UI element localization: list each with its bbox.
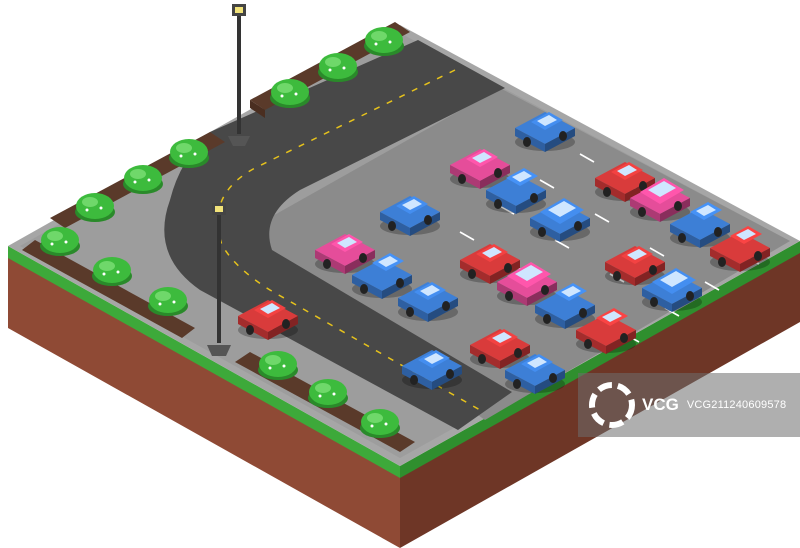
car-sedan — [470, 329, 530, 369]
bush — [360, 409, 400, 438]
car-sedan — [315, 234, 375, 274]
road — [164, 40, 512, 430]
car-sedan — [402, 350, 462, 390]
car-sedan — [515, 112, 575, 152]
soil-left-face — [8, 255, 400, 548]
car-sedan — [238, 300, 298, 340]
bush — [123, 165, 163, 194]
car-truck — [710, 226, 770, 272]
car-truck — [535, 283, 595, 329]
slot-line — [659, 101, 675, 111]
watermark-banner: VCG VCG211240609578 — [578, 373, 800, 437]
slot-line — [674, 161, 690, 171]
car-sedan — [605, 246, 665, 286]
bush — [318, 53, 358, 82]
car-sedan — [505, 354, 565, 394]
lamp-post-top — [228, 4, 250, 146]
car-sedan — [380, 196, 440, 236]
car-truck — [576, 308, 636, 354]
grass-right-rim — [400, 241, 800, 478]
slot-line — [619, 127, 635, 137]
car-sedan — [460, 244, 520, 284]
slot-line — [539, 179, 555, 189]
vcg-logo-icon — [584, 377, 640, 433]
cars-group — [238, 112, 770, 394]
bush — [258, 351, 298, 380]
car-suv — [642, 268, 702, 312]
bush — [364, 27, 404, 56]
slot-line — [714, 135, 730, 145]
car-suv — [530, 198, 590, 242]
slot-line — [784, 229, 800, 239]
bush — [169, 139, 209, 168]
bush — [92, 257, 132, 286]
slot-line — [729, 195, 745, 205]
bush — [308, 379, 348, 408]
slot-line — [459, 231, 475, 241]
bush — [148, 287, 188, 316]
slot-line — [649, 247, 665, 257]
car-truck — [352, 253, 412, 299]
car-sedan — [398, 282, 458, 322]
watermark-code: VCG211240609578 — [686, 399, 787, 411]
bush — [270, 79, 310, 108]
slot-line — [579, 153, 595, 163]
watermark-brand: VCG — [642, 395, 679, 414]
car-truck — [670, 202, 730, 248]
lamp-post-bottom — [207, 203, 231, 356]
bush-group — [40, 27, 404, 438]
slot-line — [769, 169, 785, 179]
slot-line — [594, 213, 610, 223]
slot-line — [704, 281, 720, 291]
grass-left-rim — [8, 246, 400, 478]
car-suv — [630, 178, 690, 222]
slot-line — [499, 205, 515, 215]
car-sedan — [450, 149, 510, 189]
car-truck — [486, 168, 546, 214]
bush — [75, 193, 115, 222]
slot-line — [554, 239, 570, 249]
planter-row-left — [22, 240, 195, 338]
bush — [40, 227, 80, 256]
car-suv — [497, 262, 557, 306]
